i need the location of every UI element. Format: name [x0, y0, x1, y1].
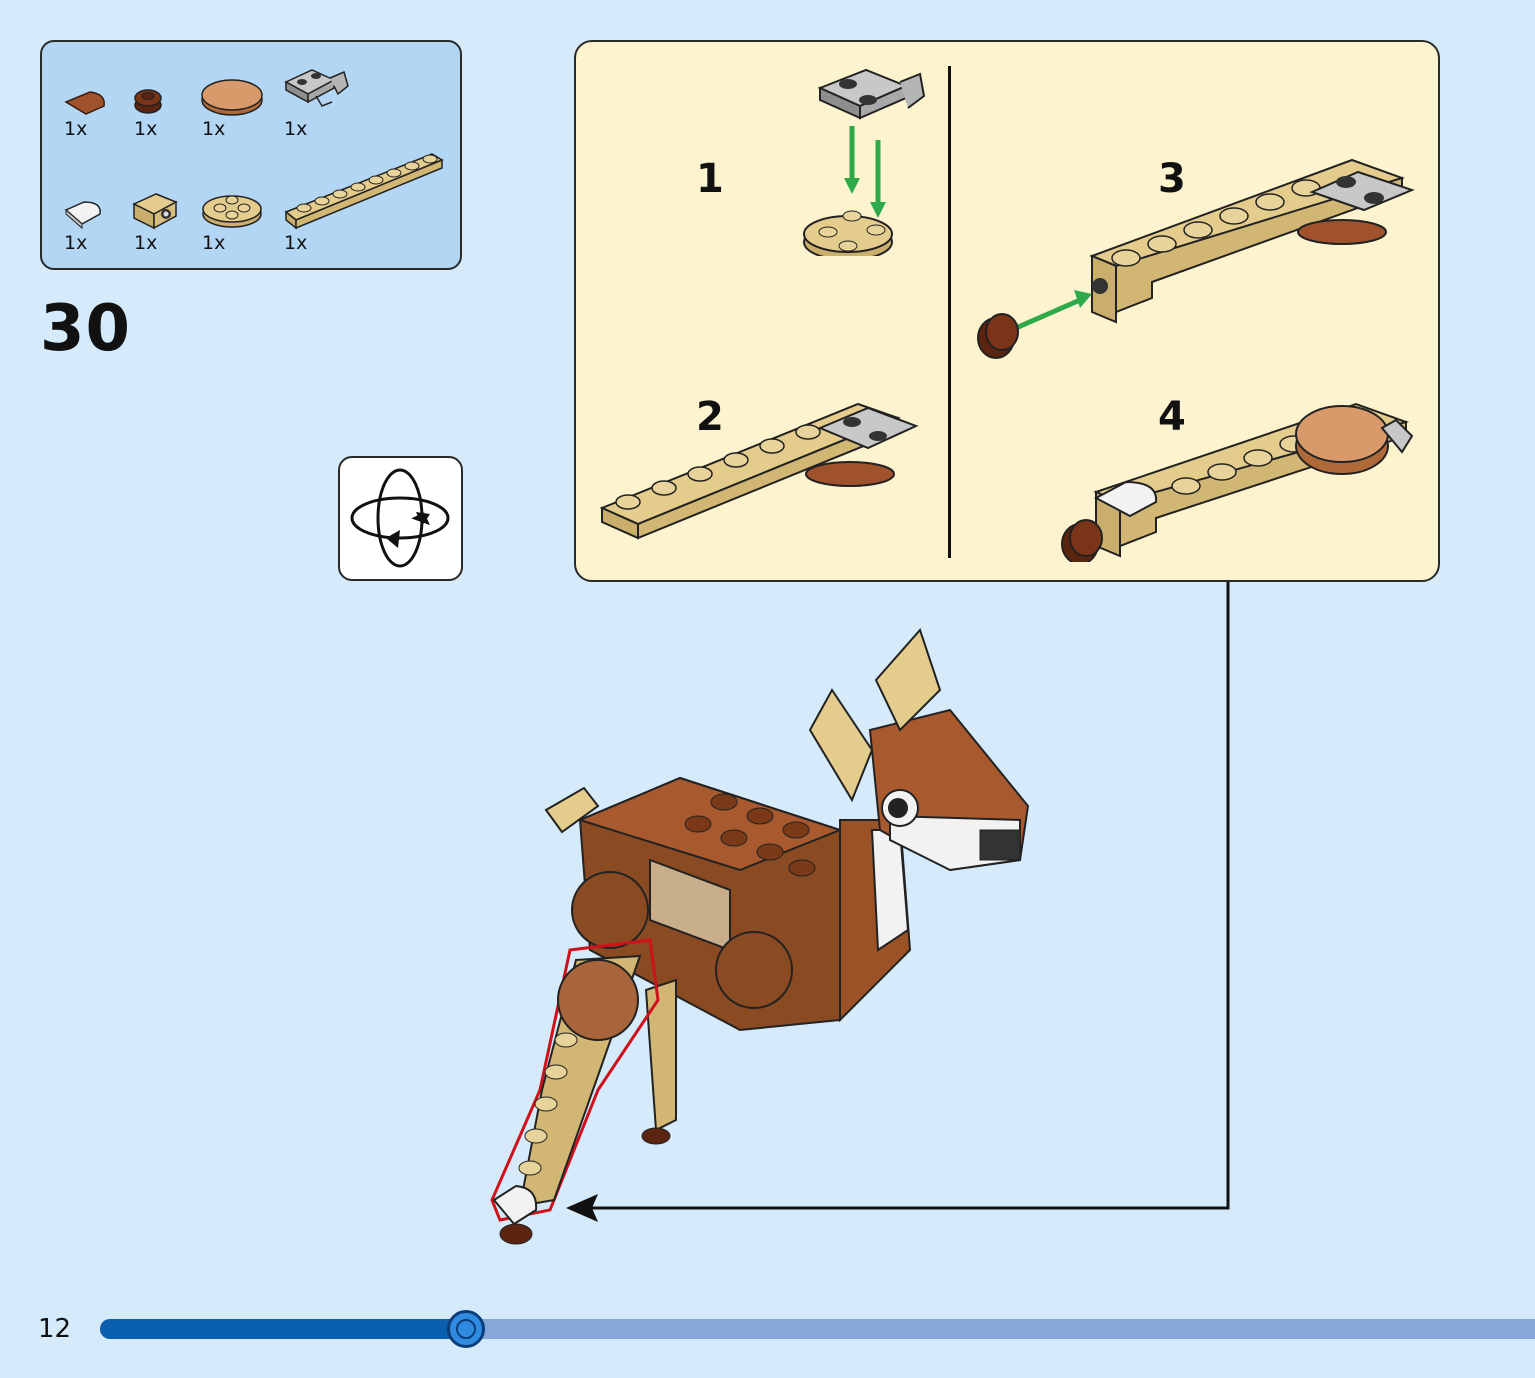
part-qty: 1x: [202, 232, 226, 254]
part-qty: 1x: [284, 118, 308, 140]
clip-plate-icon: [284, 69, 349, 107]
part-qty: 1x: [134, 118, 158, 140]
sub-assembly-panel: 1 2 3 4: [574, 40, 1440, 582]
round-tile-icon: [201, 79, 263, 116]
bracket-brick-icon: [132, 193, 178, 230]
white-tile-icon: [64, 201, 101, 230]
page-number: 12: [38, 1314, 72, 1344]
substep-divider: [948, 66, 951, 558]
substep-2-illustration: [599, 402, 919, 540]
deer-model-illustration: [490, 628, 1030, 1245]
long-plate-icon: [284, 153, 444, 230]
part-qty: 1x: [64, 232, 88, 254]
step-number: 30: [40, 292, 132, 366]
part-white-quarter-round-tile: [60, 188, 140, 288]
parts-list: 1x 1x 1x 1x 1x: [40, 40, 462, 270]
quarter-tile-icon: [64, 91, 105, 115]
progress-fill: [100, 1319, 466, 1339]
substep-number-1: 1: [696, 156, 724, 202]
part-tan-long-plate: [282, 148, 452, 248]
round-plate-icon: [134, 89, 162, 114]
substep-1-illustration: [803, 68, 926, 256]
part-dark-brown-round-plate: [130, 72, 210, 172]
part-tan-bracket-brick: [130, 182, 210, 282]
part-qty: 1x: [202, 118, 226, 140]
rotate-model-indicator: [338, 456, 463, 581]
part-reddish-brown-quarter-tile: [60, 72, 140, 172]
part-gray-clip-plate: [282, 60, 362, 160]
instruction-progress-bar: [100, 1310, 1535, 1348]
substep-number-3: 3: [1158, 156, 1186, 202]
part-medium-nougat-round-tile: [200, 70, 280, 170]
substep-4-illustration: [1061, 402, 1414, 562]
part-tan-round-plate: [200, 180, 280, 280]
part-qty: 1x: [284, 232, 308, 254]
rotate-model-icon: [350, 468, 450, 568]
substep-3-illustration: [977, 158, 1415, 359]
progress-knob[interactable]: [446, 1310, 485, 1348]
tan-round-plate-icon: [202, 195, 262, 228]
part-qty: 1x: [134, 232, 158, 254]
substep-number-4: 4: [1158, 394, 1186, 440]
substep-number-2: 2: [696, 394, 724, 440]
part-qty: 1x: [64, 118, 88, 140]
